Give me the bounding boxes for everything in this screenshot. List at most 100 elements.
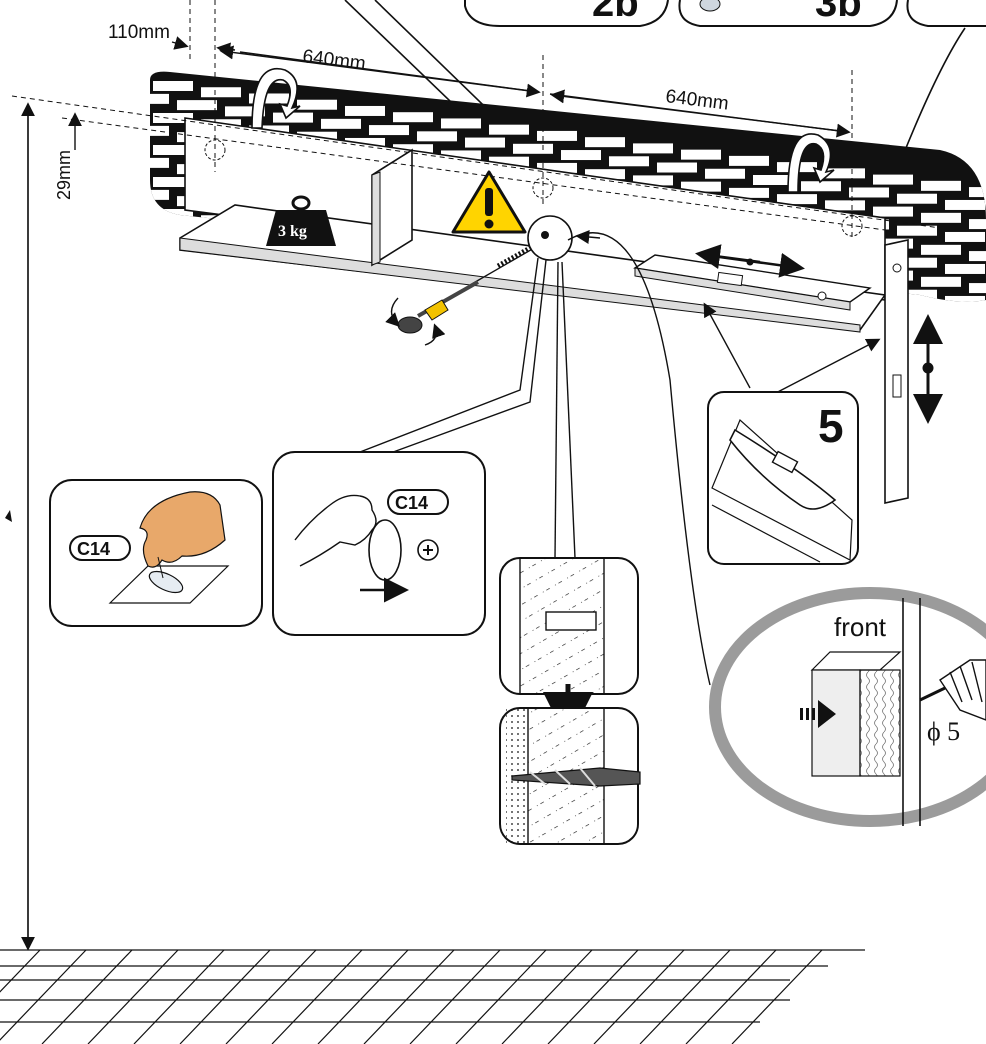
- floor-line: [87, 949, 179, 1044]
- brick: [969, 347, 986, 357]
- pointer-line: [769, 338, 881, 397]
- brick: [513, 336, 553, 346]
- brick: [150, 125, 169, 136]
- brick: [441, 150, 481, 161]
- brick: [753, 367, 793, 377]
- brick: [921, 309, 961, 319]
- brick: [753, 175, 793, 185]
- brick: [105, 107, 145, 117]
- floor-line: [179, 949, 271, 1044]
- floor-line: [225, 949, 317, 1044]
- brick: [753, 335, 793, 345]
- brick: [417, 323, 457, 333]
- brick: [921, 212, 961, 223]
- step-label-2b: 2b: [592, 0, 639, 25]
- brick: [825, 168, 865, 179]
- brick: [705, 329, 745, 339]
- brick: [657, 355, 697, 365]
- screwdriver-icon: [385, 235, 550, 346]
- brick: [441, 118, 481, 129]
- brick: [393, 144, 433, 155]
- brick: [153, 145, 193, 155]
- brick: [849, 379, 889, 389]
- brick: [153, 273, 193, 283]
- brick: [321, 118, 361, 129]
- vertical-level-arrow: [913, 314, 943, 424]
- floor-line: [0, 949, 41, 993]
- brick: [633, 143, 673, 154]
- brick: [81, 152, 121, 162]
- weight-label: 3 kg: [278, 223, 307, 240]
- brick: [273, 112, 313, 123]
- brick: [681, 149, 721, 160]
- cap-icon: [699, 0, 721, 12]
- floor-line: [409, 949, 501, 1044]
- brick: [81, 120, 121, 130]
- brick: [369, 125, 409, 136]
- brick: [225, 106, 265, 117]
- brick: [969, 187, 986, 198]
- brick: [225, 298, 265, 302]
- floor-line: [501, 949, 593, 1044]
- brick: [609, 156, 649, 167]
- brick: [81, 280, 121, 290]
- floor-line: [455, 949, 547, 1044]
- edge-mark: [5, 510, 12, 522]
- brick: [609, 316, 649, 326]
- brick: [969, 283, 986, 294]
- brick: [321, 278, 361, 289]
- brick: [417, 131, 457, 142]
- brick: [969, 251, 986, 262]
- brick: [57, 229, 97, 239]
- brick: [81, 184, 121, 194]
- brick: [825, 360, 865, 370]
- brick: [585, 329, 625, 339]
- drill-diameter: ϕ 5: [927, 717, 960, 746]
- warning-icon: [451, 170, 527, 234]
- hang-arrow: [251, 67, 835, 193]
- brick: [150, 253, 169, 264]
- brick: [489, 124, 529, 135]
- brick: [441, 310, 481, 320]
- level-detail-panel: 5: [707, 391, 859, 565]
- brick: [897, 193, 937, 204]
- brick: [945, 199, 985, 210]
- dim-spacing-left: 640mm: [301, 46, 366, 75]
- brick: [657, 162, 697, 173]
- floor-line: [639, 949, 731, 1044]
- floor-line: [317, 949, 409, 1044]
- floor-line: [363, 949, 455, 1044]
- brick: [873, 206, 913, 217]
- brick: [105, 171, 145, 181]
- floor-line: [731, 949, 823, 1044]
- brick: [585, 169, 625, 180]
- brick: [537, 130, 577, 141]
- brick: [801, 341, 841, 351]
- hand-icon: [139, 491, 226, 568]
- anchor-detail-panel: [499, 557, 639, 742]
- brick: [345, 105, 385, 116]
- pointer-line: [703, 302, 751, 389]
- brick: [225, 266, 265, 277]
- brick: [729, 348, 769, 358]
- brick: [150, 189, 169, 200]
- brick: [393, 112, 433, 123]
- brick: [969, 379, 986, 389]
- cap-peel-panel: C14: [49, 479, 263, 627]
- brick: [345, 297, 385, 302]
- shelf-board-front: [179, 237, 861, 333]
- pointer-lines: [359, 232, 711, 686]
- brick: [801, 181, 841, 192]
- push-arrow-icon: [800, 700, 836, 728]
- brick: [945, 295, 985, 302]
- side-panel: [884, 239, 909, 504]
- brick: [105, 139, 145, 149]
- brick: [945, 360, 985, 370]
- floor-line: [593, 949, 685, 1044]
- brick: [897, 225, 937, 236]
- reference-lines: [11, 0, 941, 240]
- brick: [489, 317, 529, 327]
- floor-line: [133, 949, 225, 1044]
